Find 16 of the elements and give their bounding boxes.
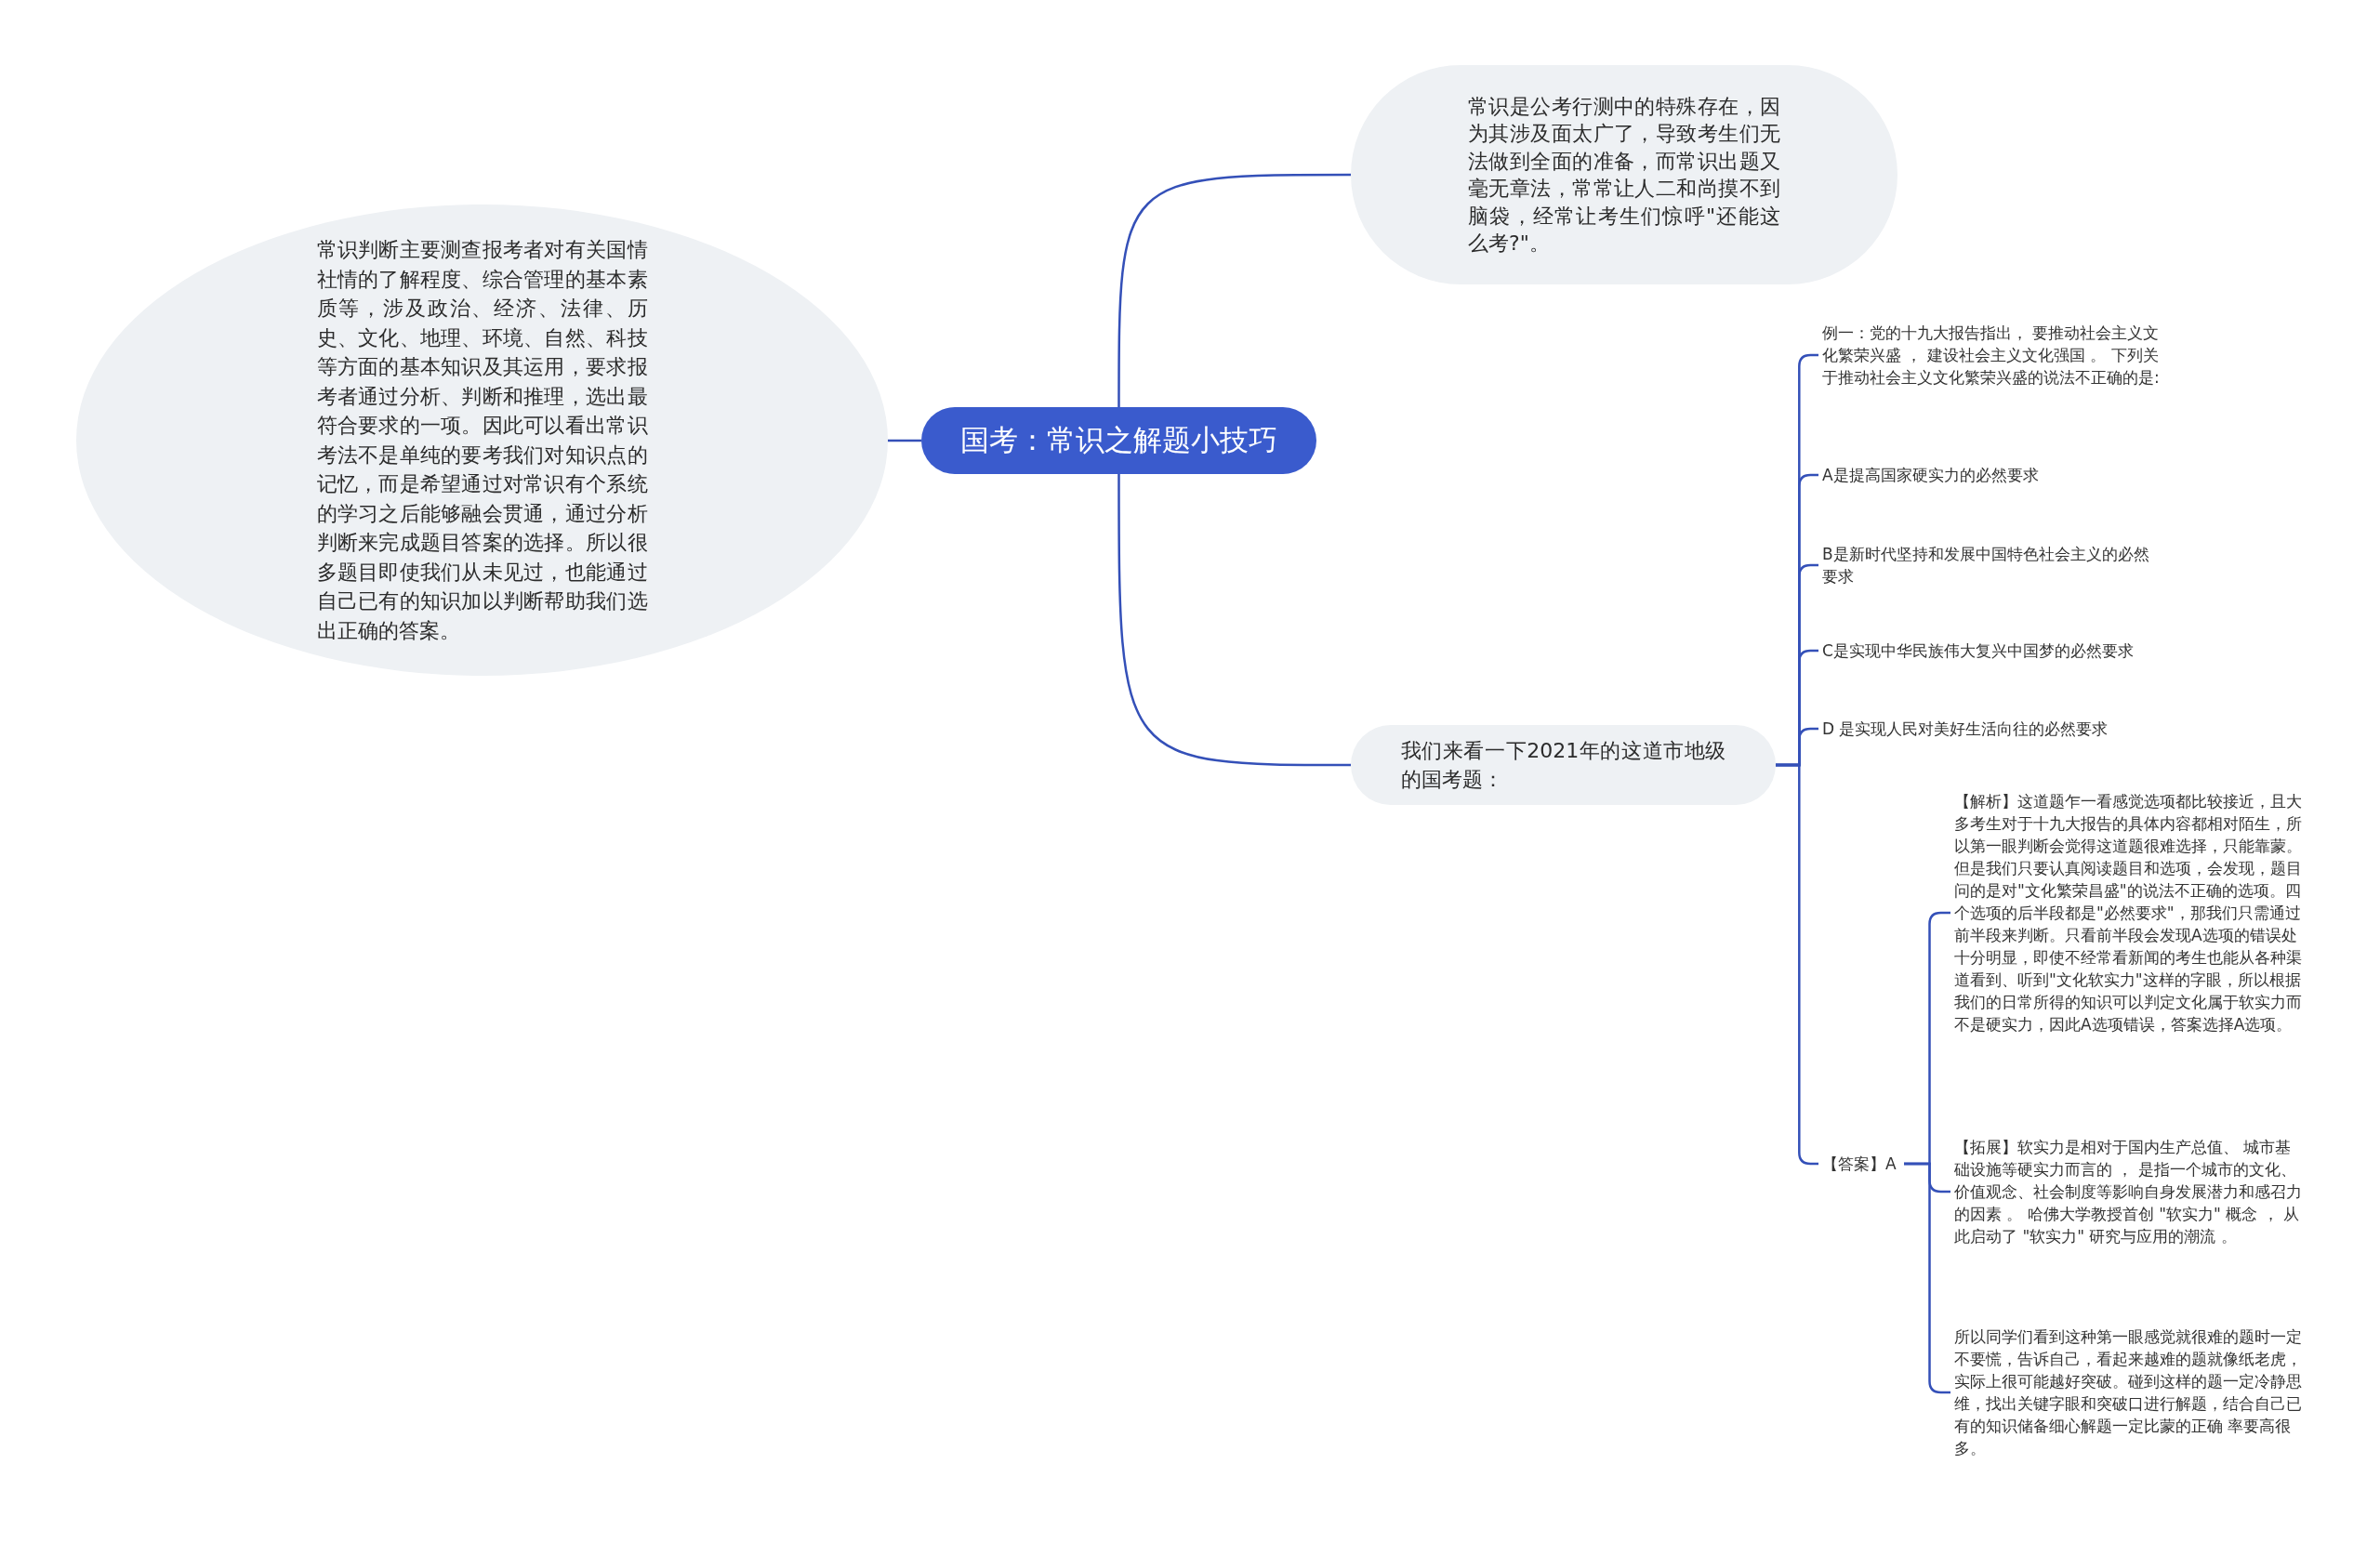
- branch-text: 【答案】A: [1818, 1153, 1904, 1175]
- branch-text: A是提高国家硬实力的必然要求: [1818, 464, 2162, 486]
- topic-title: 国考：常识之解题小技巧: [960, 422, 1277, 458]
- note-text: 常识是公考行测中的特殊存在，因为其涉及面太广了，导致考生们无法做到全面的准备，而常识出题又毫无章法，常常让人二和尚摸不到脑袋，经常让考生们惊呼"还能这么考?"。: [1468, 93, 1780, 257]
- note-text: 我们来看一下2021年的这道市地级的国考题：: [1400, 738, 1726, 793]
- branch-text: C是实现中华民族伟大复兴中国梦的必然要求: [1818, 640, 2162, 662]
- branch-line: [1117, 173, 1351, 407]
- branch-text: 【解析】这道题乍一看感觉选项都比较接近，且大多考生对于十九大报告的具体内容都相对陌生，所以第一眼判断会觉得这道题很难选择，只能靠蒙。但是我们只要认真阅读题目和选项，会发现，题目问的是对"文化繁荣昌盛"的说法不正确的选项。四个选项的后半段都是"必然要求"，那我们只需通过前半段来判断。只看前半段会发现A选项的错误处十分明显，即使不经常看新闻的考生也能从各种渠道看到、听到"文化软实力"这样的字眼，所以根据我们的日常所得的知识可以判定文化属于软实力而不是硬实力，因此A选项错误，答案选择A选项。: [1950, 790, 2304, 1035]
- branch-text: D 是实现人民对美好生活向往的必然要求: [1818, 718, 2162, 740]
- branch-text: 所以同学们看到这种第一眼感觉就很难的题时一定不要慌，告诉自己，看起来越难的题就像纸老虎，实际上很可能越好突破。碰到这样的题一定冷静思维，找出关键字眼和突破口进行解题，结合自己已有的知识储备细心解题一定比蒙的正确 率要高很多。: [1950, 1325, 2304, 1459]
- branch-line: [888, 439, 921, 442]
- branch-line: [1117, 474, 1351, 767]
- branch-text: 例一：党的十九大报告指出， 要推动社会主义文化繁荣兴盛 ， 建设社会主义文化强国 。 下列关于推动社会主义文化繁荣兴盛的说法不正确的是:: [1818, 322, 2162, 389]
- branch-text: B是新时代坚持和发展中国特色社会主义的必然要求: [1818, 543, 2162, 587]
- note-text: 常识判断主要测查报考者对有关国情社情的了解程度、综合管理的基本素质等，涉及政治、经济、法律、历史、文化、地理、环境、自然、科技等方面的基本知识及其运用，要求报考者通过分析、判断和推理，选出最符合要求的一项。因此可以看出常识考法不是单纯的要考我们对知识点的记忆，而是希望通过对常识有个系统的学习之后能够融会贯通，通过分析判断来完成题目答案的选择。所以很多题目即使我们从未见过，也能通过自己已有的知识加以判断帮助我们选出正确的答案。: [316, 237, 648, 644]
- branch-text: 【拓展】软实力是相对于国内生产总值、 城市基础设施等硬实力而言的 ， 是指一个城市的文化、价值观念、社会制度等影响自身发展潜力和感召力的因素 。 哈佛大学教授首创 "软实力" 概念 ， 从此启动了 "软实力" 研究与应用的潮流 。: [1950, 1136, 2304, 1247]
